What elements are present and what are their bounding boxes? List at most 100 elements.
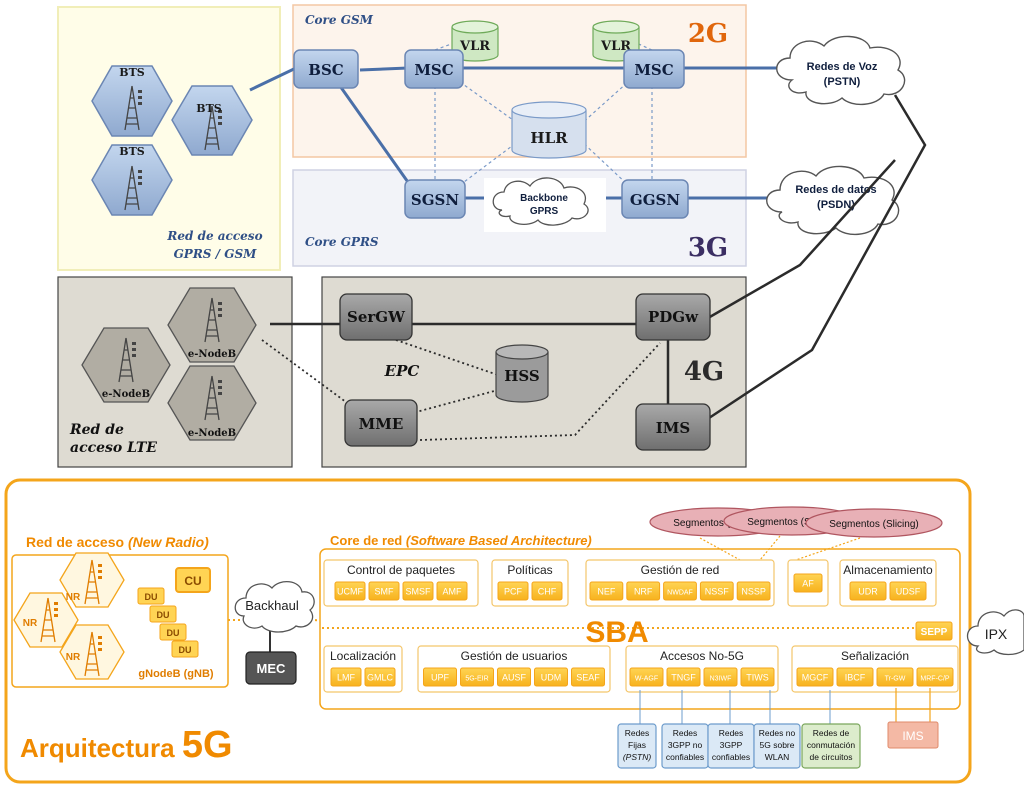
msc-node-2: MSC bbox=[623, 49, 685, 89]
gnodeb-label: gNodeB (gNB) bbox=[138, 668, 213, 680]
nf-smsf bbox=[402, 581, 434, 601]
nf-tngf bbox=[666, 667, 701, 687]
du-label: DU bbox=[167, 628, 180, 638]
pdgw-label: PDGw bbox=[648, 308, 699, 326]
nf-label: UDM bbox=[541, 673, 562, 683]
nf-nssp bbox=[736, 581, 771, 601]
msc-label: MSC bbox=[634, 61, 673, 79]
nf-label: N3IWF bbox=[710, 676, 732, 683]
nf-label: AUSF bbox=[502, 673, 527, 683]
cu-box: CU bbox=[175, 567, 211, 593]
slice-label: Segmentos (Slicing) bbox=[747, 517, 836, 528]
enodeb-label: e-NodeB bbox=[102, 389, 150, 400]
nf-smf bbox=[368, 581, 400, 601]
external-network-label: Redes bbox=[673, 728, 698, 738]
nr-hex-2: NR bbox=[13, 592, 79, 648]
bsc-node: BSC bbox=[293, 49, 359, 89]
backbone-label: GPRS bbox=[530, 206, 559, 217]
enodeb-hex-3: e-NodeB bbox=[167, 365, 257, 441]
nf-label: UCMF bbox=[337, 587, 363, 597]
nf-amf bbox=[436, 581, 468, 601]
nr-label: NR bbox=[23, 618, 38, 629]
nf-label: 5G-EIR bbox=[465, 676, 488, 683]
nf-label: AF bbox=[802, 579, 814, 589]
du-stack: DU DU DU DU bbox=[137, 587, 199, 658]
nr-label: NR bbox=[66, 652, 81, 663]
nf-label: NRF bbox=[634, 587, 653, 597]
bts-hex-1: BTS bbox=[91, 65, 173, 137]
nf-label: GMLC bbox=[367, 673, 394, 683]
group-title: Políticas bbox=[507, 563, 552, 577]
nf-label: PCF bbox=[504, 587, 523, 597]
nf-label: TNGF bbox=[671, 673, 696, 683]
nf-w-agf bbox=[629, 667, 664, 687]
nf-label: AMF bbox=[443, 587, 463, 597]
backhaul-label: Backhaul bbox=[245, 598, 299, 613]
external-network-label: WLAN bbox=[765, 752, 790, 762]
nr-hex-3: NR bbox=[59, 624, 125, 680]
mec-node: MEC bbox=[245, 651, 297, 685]
nr-label: NR bbox=[66, 592, 81, 603]
bsc-label: BSC bbox=[308, 61, 344, 79]
msc-node-1: MSC bbox=[404, 49, 464, 89]
du-label: DU bbox=[157, 610, 170, 620]
group-af: AF bbox=[787, 559, 829, 607]
nf-label: MGCF bbox=[802, 673, 829, 683]
bts-label: BTS bbox=[196, 102, 221, 115]
slicing-ellipses: Segmentos (Slicing) Segmentos (Slicing) … bbox=[649, 506, 943, 563]
epc-title: EPC bbox=[384, 362, 420, 380]
nf-label: NSSF bbox=[705, 587, 730, 597]
nr-title: Red de acceso (New Radio) bbox=[26, 534, 209, 550]
backbone-label: Backbone bbox=[520, 193, 568, 204]
nr-hex-1: NR bbox=[59, 552, 125, 608]
nf-label: TIWS bbox=[746, 673, 769, 683]
enodeb-label: e-NodeB bbox=[188, 349, 236, 360]
group-title: Gestión de usuarios bbox=[461, 649, 568, 663]
enodeb-hex-1: e-NodeB bbox=[167, 287, 257, 363]
psdn-cloud: Redes de datos (PSDN) bbox=[766, 165, 900, 235]
ggsn-node: GGSN bbox=[621, 179, 689, 219]
bts-label: BTS bbox=[119, 145, 144, 158]
mme-node: MME bbox=[344, 399, 418, 447]
nf-mrf-c-p bbox=[916, 667, 954, 687]
nf-label: NEF bbox=[597, 587, 616, 597]
arquitectura-5g-title: Arquitectura 5G bbox=[20, 724, 233, 766]
nf-label: IBCF bbox=[845, 673, 866, 683]
sepp-node: SEPP bbox=[915, 621, 953, 641]
external-network-label: Redes bbox=[719, 728, 744, 738]
hss-label: HSS bbox=[504, 367, 540, 385]
nf-label: SEAF bbox=[576, 673, 600, 683]
nf-n3iwf bbox=[703, 667, 738, 687]
group-title: Gestión de red bbox=[641, 563, 720, 577]
hss-database: HSS bbox=[495, 344, 549, 403]
backhaul-cloud: Backhaul bbox=[234, 581, 315, 633]
external-network-label: (PSTN) bbox=[623, 752, 652, 762]
nf-af bbox=[793, 573, 823, 593]
bts-hex-3: BTS bbox=[91, 144, 173, 216]
ims-5g-label: IMS bbox=[902, 729, 923, 743]
hlr-database: HLR bbox=[511, 101, 587, 159]
nf-ausf bbox=[497, 667, 531, 687]
external-network-label: 3GPP no bbox=[668, 740, 703, 750]
gsm-access-panel bbox=[57, 6, 281, 271]
external-network-label: confiables bbox=[666, 752, 704, 762]
nf-nrf bbox=[626, 581, 661, 601]
nf-label: LMF bbox=[337, 673, 356, 683]
nf-label: SMF bbox=[375, 587, 395, 597]
lte-access-label: acceso LTE bbox=[70, 440, 157, 456]
gsm-access-label: GPRS / GSM bbox=[174, 247, 258, 261]
5g-section: Red de acceso (New Radio) NR NR NR CU DU… bbox=[4, 478, 1024, 784]
voz-label: (PSTN) bbox=[824, 76, 861, 88]
msc-label: MSC bbox=[414, 61, 453, 79]
nf-mgcf bbox=[796, 667, 834, 687]
slice-label: Segmentos (Slicing) bbox=[829, 519, 918, 530]
pdgw-node: PDGw bbox=[635, 293, 711, 341]
